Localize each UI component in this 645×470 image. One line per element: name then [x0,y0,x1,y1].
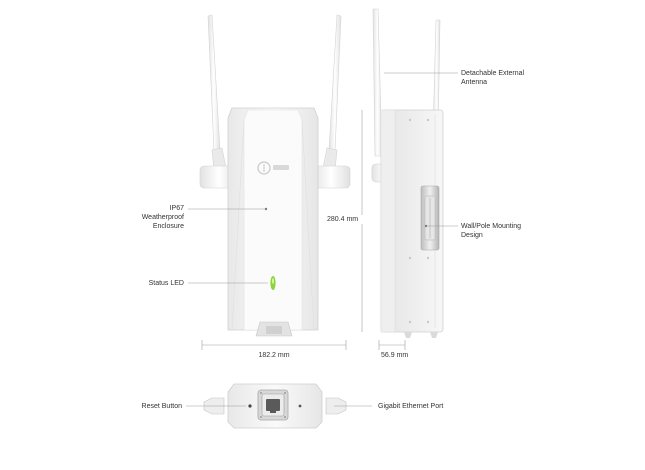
ethernet-port-label: Gigabit Ethernet Port [378,403,444,410]
antenna-label: Detachable External Antenna [461,70,525,86]
screw-icon [298,404,302,408]
callout-dots [264,207,428,228]
depth-dimension-label: 56.9 mm [381,352,409,359]
status-led-icon [270,276,276,290]
front-bottom-connector [255,321,293,337]
mounting-bracket-icon [420,185,440,251]
width-dimension-label: 182.2 mm [258,352,290,359]
front-right-antenna [311,14,351,189]
status-led-label: Status LED [148,280,184,287]
front-view [199,14,351,337]
reset-button-label: Reset Button [141,403,182,410]
mounting-label: Wall/Pole Mounting Design [461,223,522,239]
ethernet-port-icon [257,389,289,421]
enclosure-label: IP67 Weatherproof Enclosure [141,205,184,230]
bottom-view [203,383,347,429]
tp-link-logo-icon [257,161,289,175]
front-enclosure [227,107,319,331]
callout-lines [186,72,458,407]
side-view [371,8,444,338]
reset-hole-icon [248,404,252,408]
side-enclosure [380,109,444,338]
height-dimension-label: 280.4 mm [327,215,367,224]
